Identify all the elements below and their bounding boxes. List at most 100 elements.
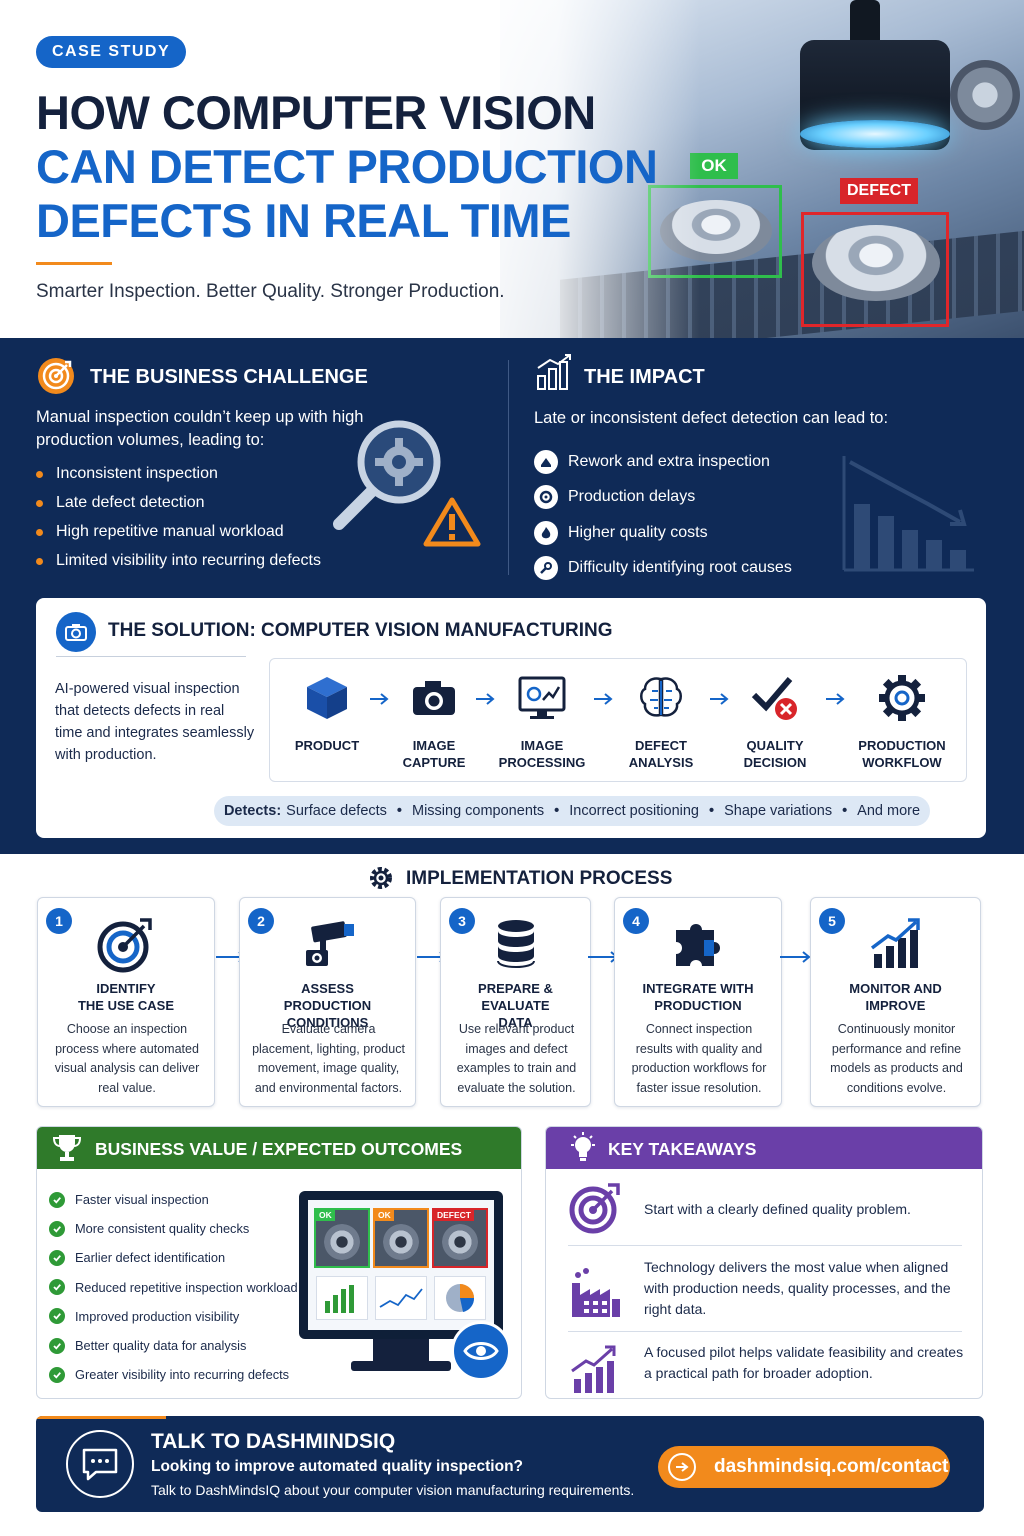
band-divider	[508, 360, 509, 575]
arrow-right-icon	[594, 693, 613, 705]
arrow-right-icon	[710, 693, 729, 705]
step-number: 4	[623, 908, 649, 934]
list-item: High repetitive manual workload	[36, 520, 321, 549]
check-icon	[49, 1308, 65, 1325]
puzzle-icon	[676, 924, 720, 966]
list-item: Difficulty identifying root causes	[534, 551, 792, 587]
list-item: Improved production visibility	[49, 1302, 298, 1331]
wrench-icon	[534, 556, 558, 581]
growth-chart-icon	[870, 918, 920, 968]
takeaway-item: A focused pilot helps validate feasibili…	[568, 1339, 964, 1395]
cta-subtitle: Talk to DashMindsIQ about your computer …	[151, 1482, 635, 1498]
check-icon	[49, 1220, 65, 1237]
cta-title: TALK TO DASHMINDSIQ	[151, 1430, 396, 1453]
cube-icon	[307, 677, 347, 719]
case-study-badge: CASE STUDY	[36, 36, 187, 68]
check-x-icon	[751, 677, 797, 720]
check-icon	[49, 1337, 65, 1354]
gear-icon	[534, 485, 558, 510]
list-item: Better quality data for analysis	[49, 1331, 298, 1360]
list-item: Late defect detection	[36, 491, 321, 520]
arrow-right-icon	[780, 951, 811, 963]
takeaways-title: KEY TAKEAWAYS	[608, 1139, 757, 1159]
impact-list: Rework and extra inspection Production d…	[534, 444, 792, 586]
mini-pie-chart	[434, 1276, 486, 1320]
takeaway-item: Start with a clearly defined quality pro…	[568, 1179, 964, 1239]
business-value-card: BUSINESS VALUE / EXPECTED OUTCOMES Faste…	[36, 1126, 522, 1399]
detect-item: Incorrect positioning	[569, 803, 699, 819]
title-underline	[36, 262, 112, 265]
impact-chart-icon	[537, 354, 571, 390]
screen-thumb-ok: OK	[373, 1208, 429, 1268]
arrow-right-icon	[826, 693, 845, 705]
camera-light-ring	[800, 120, 950, 148]
value-title: BUSINESS VALUE / EXPECTED OUTCOMES	[95, 1139, 463, 1159]
list-item: Earlier defect identification	[49, 1243, 298, 1272]
camera-lens	[950, 60, 1020, 130]
chat-bubble-icon	[66, 1430, 134, 1498]
key-takeaways-card: KEY TAKEAWAYS Start with a clearly defin…	[545, 1126, 983, 1399]
defect-tag: DEFECT	[840, 178, 918, 204]
list-item: Rework and extra inspection	[534, 444, 792, 480]
factory-icon	[572, 1268, 620, 1317]
mini-line-chart	[375, 1276, 427, 1320]
list-item: Limited visibility into recurring defect…	[36, 549, 321, 578]
step-number: 5	[819, 908, 845, 934]
target-icon	[38, 358, 74, 394]
declining-bars-icon	[842, 456, 974, 572]
target-icon	[569, 1183, 620, 1234]
camera-icon	[56, 612, 96, 652]
cta-banner: TALK TO DASHMINDSIQ Looking to improve a…	[36, 1416, 984, 1512]
detects-strip: Detects: Surface defects • Missing compo…	[214, 796, 930, 826]
part-defect	[812, 225, 940, 301]
lightbulb-icon	[571, 1132, 595, 1161]
contact-button[interactable]: dashmindsiq.com/contact	[658, 1446, 950, 1488]
arrow-right-icon	[476, 693, 495, 705]
list-item: Faster visual inspection	[49, 1185, 298, 1214]
takeaway-item: Technology delivers the most value when …	[568, 1255, 964, 1333]
mini-bar-chart	[316, 1276, 368, 1320]
challenge-list: Inconsistent inspection Late defect dete…	[36, 462, 321, 578]
inspection-monitor-illustration: OK OK DEFECT	[299, 1191, 503, 1379]
detect-item: And more	[857, 803, 921, 819]
cta-question: Looking to improve automated quality ins…	[151, 1458, 524, 1475]
security-camera-icon	[305, 921, 354, 966]
monitor-analytics-icon	[518, 676, 566, 719]
growth-chart-icon	[571, 1345, 616, 1393]
camera-icon	[413, 681, 455, 715]
magnifier-gear-icon	[333, 420, 481, 547]
challenge-intro: Manual inspection couldn’t keep up with …	[36, 408, 364, 449]
check-icon	[49, 1249, 65, 1266]
screen-thumb-ok: OK	[314, 1208, 370, 1268]
rework-icon	[534, 449, 558, 474]
list-item: Reduced repetitive inspection workload	[49, 1273, 298, 1302]
list-item: Inconsistent inspection	[36, 462, 321, 491]
check-icon	[49, 1191, 65, 1208]
implementation-title: IMPLEMENTATION PROCESS	[406, 868, 673, 889]
eye-icon	[451, 1321, 511, 1381]
list-item: More consistent quality checks	[49, 1214, 298, 1243]
detect-item: Missing components	[411, 803, 545, 819]
arrow-right-icon	[668, 1453, 696, 1481]
brain-icon	[640, 677, 682, 717]
trophy-icon	[52, 1135, 82, 1161]
tagline: Smarter Inspection. Better Quality. Stro…	[36, 281, 505, 302]
hero-section: OK DEFECT CASE STUDY HOW COMPUTER VISION…	[0, 0, 1024, 338]
list-item: Higher quality costs	[534, 515, 792, 551]
impact-intro: Late or inconsistent defect detection ca…	[534, 409, 889, 427]
list-item: Production delays	[534, 480, 792, 516]
detect-item: Shape variations	[724, 803, 833, 819]
check-icon	[49, 1279, 65, 1296]
challenge-title: THE BUSINESS CHALLENGE	[90, 366, 368, 388]
gear-icon	[370, 867, 392, 889]
check-icon	[49, 1366, 65, 1383]
